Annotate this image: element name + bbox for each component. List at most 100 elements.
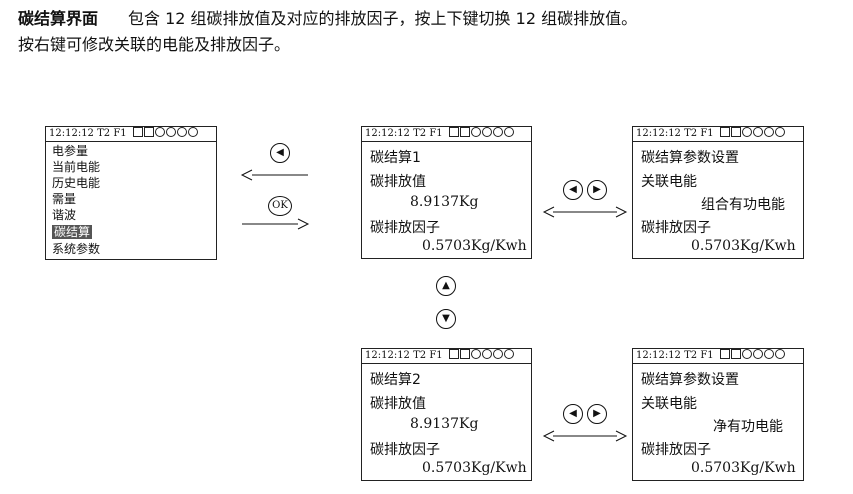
circle-icon — [752, 127, 763, 137]
factor-value: 0.5703Kg/Kwh — [422, 238, 527, 254]
link-energy-label: 关联电能 — [641, 174, 697, 190]
link-energy-value[interactable]: 组合有功电能 — [701, 197, 785, 213]
ok-label: OK — [272, 200, 288, 211]
square-icon — [459, 127, 470, 137]
menu-item[interactable]: 电参量 — [52, 144, 89, 158]
status-bar: 12:12:12 T2 F1 — [633, 349, 803, 364]
menu-item[interactable]: 需量 — [52, 192, 77, 206]
status-time: 12:12:12 — [365, 350, 410, 361]
status-tariff: T2 — [97, 128, 111, 139]
square-icon — [459, 349, 470, 359]
square-icon — [730, 349, 741, 359]
right-arrow-icon: ▶ — [593, 408, 601, 419]
status-tariff: T2 — [413, 350, 427, 361]
square-icon — [719, 349, 730, 359]
circle-icon — [752, 349, 763, 359]
circle-icon — [481, 349, 492, 359]
right-arrow-icon: ▶ — [593, 184, 601, 195]
circle-icon — [774, 349, 785, 359]
circle-icon — [470, 127, 481, 137]
status-tariff: T2 — [413, 128, 427, 139]
circle-icon — [503, 127, 514, 137]
intro-paragraph: 碳结算界面 包含 12 组碳排放值及对应的排放因子，按上下键切换 12 组碳排放值… — [18, 6, 843, 58]
link-energy-value[interactable]: 净有功电能 — [713, 419, 783, 435]
factor-value[interactable]: 0.5703Kg/Kwh — [691, 460, 796, 476]
circle-icon — [763, 127, 774, 137]
status-bar: 12:12:12 T2 F1 — [362, 127, 531, 142]
section-title: 碳结算界面 — [18, 9, 99, 28]
circle-icon — [492, 127, 503, 137]
carbon-param-setting-2-screen: 12:12:12 T2 F1 碳结算参数设置 关联电能 净有功电能 碳排放因子 … — [632, 348, 804, 481]
square-icon — [143, 127, 154, 137]
circle-icon — [763, 349, 774, 359]
status-f: F1 — [700, 350, 714, 361]
down-arrow-icon: ▼ — [442, 313, 450, 324]
left-arrow-icon: ◀ — [276, 147, 284, 158]
screen-title: 碳结算参数设置 — [641, 372, 739, 388]
left-button[interactable]: ◀ — [563, 180, 583, 200]
down-button[interactable]: ▼ — [436, 309, 456, 329]
factor-label: 碳排放因子 — [370, 442, 440, 458]
left-button[interactable]: ◀ — [270, 143, 290, 163]
left-arrow-icon: ◀ — [569, 408, 577, 419]
status-time: 12:12:12 — [636, 350, 681, 361]
menu-item[interactable]: 当前电能 — [52, 160, 101, 174]
menu-item-selected[interactable]: 碳结算 — [52, 225, 93, 239]
square-icon — [448, 349, 459, 359]
status-f: F1 — [113, 128, 127, 139]
factor-label: 碳排放因子 — [641, 220, 711, 236]
carbon-settlement-2-screen: 12:12:12 T2 F1 碳结算2 碳排放值 8.9137Kg 碳排放因子 … — [361, 348, 532, 481]
square-icon — [448, 127, 459, 137]
status-f: F1 — [429, 350, 443, 361]
factor-label: 碳排放因子 — [370, 220, 440, 236]
circle-icon — [187, 127, 198, 137]
status-bar: 12:12:12 T2 F1 — [633, 127, 803, 142]
up-button[interactable]: ▲ — [436, 276, 456, 296]
ok-button[interactable]: OK — [268, 196, 292, 216]
square-icon — [132, 127, 143, 137]
status-tariff: T2 — [684, 128, 698, 139]
carbon-param-setting-1-screen: 12:12:12 T2 F1 碳结算参数设置 关联电能 组合有功电能 碳排放因子… — [632, 126, 804, 259]
emission-label: 碳排放值 — [370, 396, 426, 412]
menu-item[interactable]: 历史电能 — [52, 176, 101, 190]
screen-title: 碳结算2 — [370, 372, 421, 388]
intro-text-2: 按右键可修改关联的电能及排放因子。 — [18, 35, 291, 54]
menu-screen: 12:12:12 T2 F1 电参量 当前电能 历史电能 需量 谐波 碳结算 系… — [45, 126, 217, 260]
circle-icon — [741, 349, 752, 359]
right-button[interactable]: ▶ — [587, 180, 607, 200]
circle-icon — [176, 127, 187, 137]
emission-value: 8.9137Kg — [410, 194, 479, 210]
circle-icon — [470, 349, 481, 359]
status-f: F1 — [429, 128, 443, 139]
status-f: F1 — [700, 128, 714, 139]
status-time: 12:12:12 — [49, 128, 94, 139]
factor-value[interactable]: 0.5703Kg/Kwh — [691, 238, 796, 254]
status-time: 12:12:12 — [365, 128, 410, 139]
emission-label: 碳排放值 — [370, 174, 426, 190]
square-icon — [719, 127, 730, 137]
menu-item[interactable]: 系统参数 — [52, 242, 101, 256]
up-arrow-icon: ▲ — [442, 280, 450, 291]
left-arrow-icon: ◀ — [569, 184, 577, 195]
link-energy-label: 关联电能 — [641, 396, 697, 412]
circle-icon — [492, 349, 503, 359]
status-time: 12:12:12 — [636, 128, 681, 139]
circle-icon — [774, 127, 785, 137]
right-button[interactable]: ▶ — [587, 404, 607, 424]
bidirectional-arrow-icon — [542, 430, 628, 442]
menu-item[interactable]: 谐波 — [52, 208, 77, 222]
factor-label: 碳排放因子 — [641, 442, 711, 458]
carbon-settlement-1-screen: 12:12:12 T2 F1 碳结算1 碳排放值 8.9137Kg 碳排放因子 … — [361, 126, 532, 259]
screen-title: 碳结算参数设置 — [641, 150, 739, 166]
intro-text-1: 包含 12 组碳排放值及对应的排放因子，按上下键切换 12 组碳排放值。 — [128, 9, 638, 28]
factor-value: 0.5703Kg/Kwh — [422, 460, 527, 476]
status-bar: 12:12:12 T2 F1 — [46, 127, 216, 142]
screen-title: 碳结算1 — [370, 150, 421, 166]
bidirectional-arrow-icon — [542, 206, 628, 218]
status-tariff: T2 — [684, 350, 698, 361]
circle-icon — [481, 127, 492, 137]
status-bar: 12:12:12 T2 F1 — [362, 349, 531, 364]
left-button[interactable]: ◀ — [563, 404, 583, 424]
circle-icon — [741, 127, 752, 137]
enter-arrow-icon — [242, 218, 310, 230]
